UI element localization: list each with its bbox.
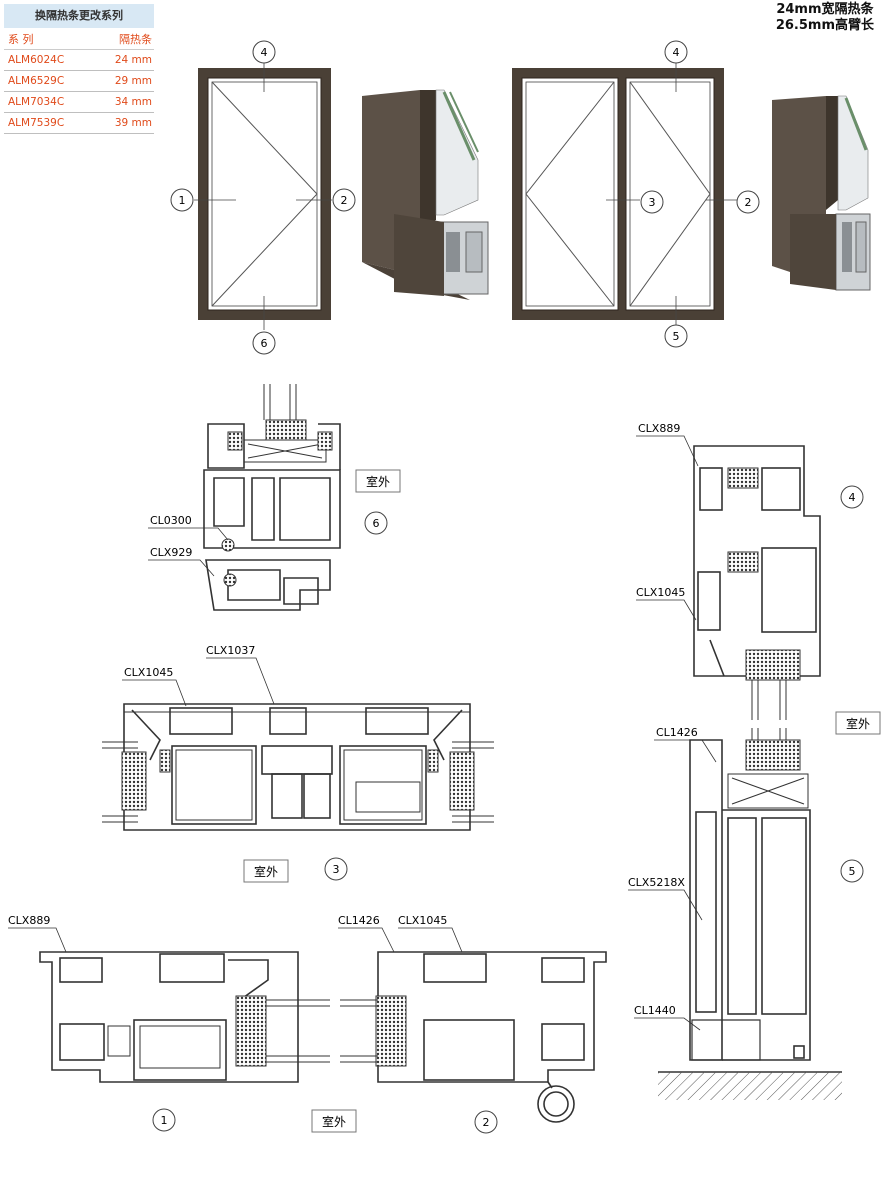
table-row: ALM7034C 34 mm <box>4 92 154 113</box>
svg-text:室外: 室外 <box>846 716 870 731</box>
outdoor-tag: 室外 <box>243 859 289 883</box>
profile-label: CLX1045 <box>124 666 173 679</box>
svg-text:3: 3 <box>333 863 340 876</box>
table-row: ALM6529C 29 mm <box>4 71 154 92</box>
section-5 <box>689 728 811 1061</box>
profile-label: CLX929 <box>150 546 192 559</box>
section-number: 5 <box>840 859 864 883</box>
profile-label: CLX889 <box>8 914 50 927</box>
elevation-marker: 6 <box>252 331 276 355</box>
spec-note-line2: 26.5mm高臂长 <box>775 18 874 33</box>
section-number: 3 <box>324 857 348 881</box>
svg-text:4: 4 <box>849 491 856 504</box>
strip-width: 39 mm <box>114 117 152 129</box>
svg-text:5: 5 <box>849 865 856 878</box>
header-series: 系 列 <box>8 33 34 46</box>
svg-text:5: 5 <box>673 330 680 343</box>
header-strip: 隔热条 <box>119 33 152 46</box>
section-3 <box>102 703 494 831</box>
profile-label: CL1426 <box>656 726 698 739</box>
corner-render-double <box>772 95 871 291</box>
outdoor-tag: 室外 <box>311 1109 357 1133</box>
elevation-double-casement <box>512 62 738 330</box>
svg-text:2: 2 <box>745 196 752 209</box>
elevation-marker: 4 <box>664 40 688 64</box>
section-6 <box>203 384 341 611</box>
svg-text:1: 1 <box>161 1114 168 1127</box>
section-1 <box>39 951 330 1083</box>
series-table-header: 系 列 隔热条 <box>4 28 154 50</box>
profile-label: CLX1045 <box>636 586 685 599</box>
svg-text:6: 6 <box>373 517 380 530</box>
series-name: ALM6024C <box>8 54 65 66</box>
table-row: ALM6024C 24 mm <box>4 50 154 71</box>
series-table-title: 换隔热条更改系列 <box>4 4 154 28</box>
ground-hatch <box>658 1071 842 1100</box>
section-2 <box>340 951 607 1123</box>
spec-note: 24mm宽隔热条 26.5mm高臂长 <box>776 2 874 34</box>
elevation-marker: 3 <box>640 190 664 214</box>
svg-text:4: 4 <box>261 46 268 59</box>
series-name: ALM7034C <box>8 96 65 108</box>
table-row: ALM7539C 39 mm <box>4 113 154 134</box>
svg-text:6: 6 <box>261 337 268 350</box>
svg-text:2: 2 <box>341 194 348 207</box>
section-4 <box>693 445 821 720</box>
section-number: 4 <box>840 485 864 509</box>
strip-width: 29 mm <box>114 75 152 87</box>
series-table: 换隔热条更改系列 系 列 隔热条 ALM6024C 24 mm ALM6529C… <box>4 4 154 134</box>
svg-text:2: 2 <box>483 1116 490 1129</box>
section-number: 2 <box>474 1110 498 1134</box>
section-number: 1 <box>152 1108 176 1132</box>
elevation-marker: 5 <box>664 324 688 348</box>
spec-note-line1: 24mm宽隔热条 <box>776 2 874 17</box>
strip-width: 34 mm <box>114 96 152 108</box>
profile-label: CLX1045 <box>398 914 447 927</box>
series-name: ALM7539C <box>8 117 65 129</box>
elevation-marker: 2 <box>332 188 356 212</box>
outdoor-tag: 室外 <box>355 469 401 493</box>
svg-text:室外: 室外 <box>322 1114 346 1129</box>
svg-text:4: 4 <box>673 46 680 59</box>
elevation-single-casement <box>194 62 332 330</box>
elevation-marker: 2 <box>736 190 760 214</box>
svg-text:室外: 室外 <box>366 474 390 489</box>
outdoor-tag: 室外 <box>835 711 881 735</box>
svg-text:1: 1 <box>179 194 186 207</box>
series-name: ALM6529C <box>8 75 65 87</box>
svg-text:室外: 室外 <box>254 864 278 879</box>
section-number: 6 <box>364 511 388 535</box>
svg-text:3: 3 <box>649 196 656 209</box>
profile-label: CL0300 <box>150 514 192 527</box>
strip-width: 24 mm <box>114 54 152 66</box>
profile-label: CLX1037 <box>206 644 255 657</box>
elevation-marker: 4 <box>252 40 276 64</box>
profile-label: CLX889 <box>638 422 680 435</box>
corner-render-single <box>362 89 489 300</box>
elevation-marker: 1 <box>170 188 194 212</box>
profile-label: CL1426 <box>338 914 380 927</box>
profile-label: CLX5218X <box>628 876 685 889</box>
profile-label: CL1440 <box>634 1004 676 1017</box>
